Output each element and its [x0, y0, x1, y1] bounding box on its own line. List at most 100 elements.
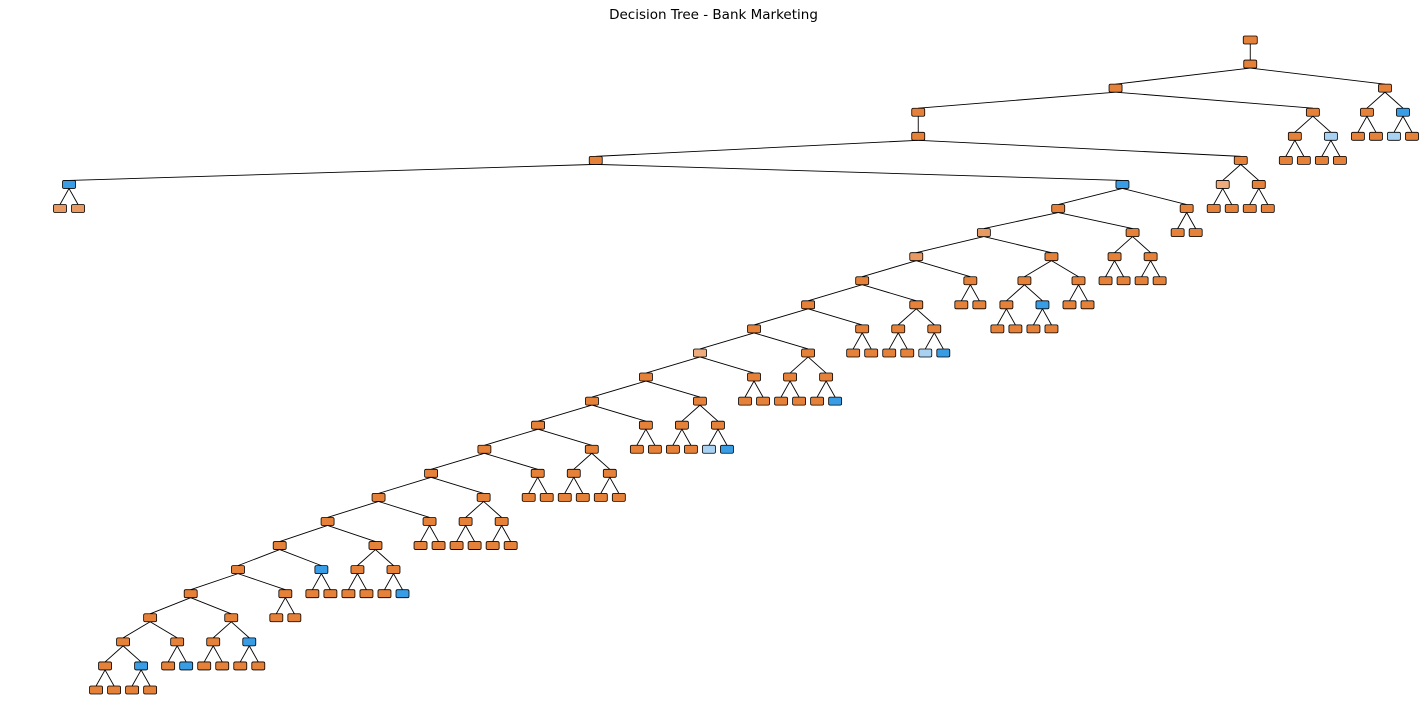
tree-edge — [918, 91, 1116, 109]
tree-edge — [1033, 308, 1043, 326]
tree-edge — [918, 139, 1241, 157]
tree-edge — [1312, 115, 1332, 133]
tree-edge — [1384, 91, 1404, 109]
tree-leaf-node — [738, 396, 752, 406]
tree-split-node — [638, 420, 653, 430]
tree-leaf-node — [107, 685, 121, 695]
tree-leaf-node — [1026, 324, 1041, 334]
tree-edge — [528, 477, 539, 494]
tree-edge — [1115, 67, 1251, 85]
tree-split-node — [1071, 276, 1086, 286]
tree-split-node — [801, 300, 816, 310]
tree-edge — [916, 236, 984, 254]
tree-split-node — [783, 372, 797, 382]
tree-edge — [190, 573, 239, 591]
tree-leaf-node — [1387, 131, 1401, 141]
tree-leaf-node — [918, 348, 933, 358]
tree-split-node — [1125, 228, 1140, 237]
tree-leaf-node — [1170, 228, 1185, 237]
tree-split-node — [911, 131, 926, 141]
tree-leaf-node — [1080, 300, 1095, 310]
tree-leaf-node — [287, 613, 302, 623]
tree-split-node — [976, 228, 991, 237]
tree-split-node — [963, 276, 978, 286]
tree-split-node — [1017, 276, 1032, 286]
tree-edge — [465, 525, 476, 542]
tree-edge — [1058, 212, 1133, 230]
tree-edge — [1114, 236, 1133, 254]
tree-edge — [983, 236, 1052, 254]
tree-leaf-node — [251, 661, 266, 671]
tree-edge — [537, 428, 592, 446]
tree-edge — [279, 549, 322, 567]
tree-split-node — [1233, 155, 1248, 165]
tree-leaf-node — [305, 589, 320, 599]
tree-leaf-node — [954, 300, 969, 310]
tree-leaf-node — [1314, 155, 1329, 165]
tree-split-node — [368, 541, 383, 550]
tree-edge — [1051, 260, 1079, 278]
tree-split-node — [62, 180, 76, 189]
tree-leaf-node — [647, 444, 662, 454]
tree-edge — [897, 332, 908, 350]
tree-edge — [357, 549, 376, 566]
tree-split-node — [855, 276, 870, 286]
tree-edge — [681, 428, 692, 446]
tree-edge — [645, 356, 701, 374]
tree-leaf-node — [125, 685, 140, 695]
tree-leaf-node — [143, 685, 158, 695]
tree-split-node — [206, 637, 221, 647]
tree-leaf-node — [846, 348, 861, 358]
tree-edge — [311, 573, 322, 590]
tree-split-node — [1108, 83, 1123, 93]
tree-split-node — [909, 300, 924, 310]
tree-edge — [131, 669, 142, 687]
tree-edge — [789, 380, 800, 398]
tree-split-node — [819, 372, 834, 382]
tree-edge — [275, 597, 286, 614]
tree-edge — [681, 404, 701, 422]
tree-edge — [357, 573, 367, 590]
tree-edge — [348, 573, 358, 590]
tree-edge — [1042, 308, 1052, 326]
tree-split-node — [424, 468, 438, 478]
tree-edge — [420, 525, 430, 542]
tree-edge — [122, 621, 151, 639]
tree-split-node — [1051, 204, 1066, 213]
tree-edge — [149, 597, 191, 615]
tree-edge — [212, 645, 223, 663]
tree-edge — [672, 428, 683, 446]
tree-edge — [1321, 140, 1332, 157]
tree-leaf-node — [413, 541, 428, 550]
tree-edge — [149, 621, 178, 639]
tree-leaf-node — [1044, 324, 1059, 334]
tree-leaf-node — [1242, 204, 1257, 213]
tree-split-node — [531, 420, 545, 430]
tree-split-node — [116, 637, 130, 647]
tree-split-node — [711, 420, 725, 430]
tree-split-node — [231, 565, 245, 575]
tree-leaf-node — [503, 541, 518, 550]
tree-split-node — [639, 372, 653, 382]
tree-split-node — [927, 324, 942, 334]
tree-leaf-node — [1062, 300, 1077, 310]
tree-edge — [1105, 260, 1115, 277]
tree-leaf-node — [900, 348, 915, 358]
tree-split-node — [747, 324, 761, 334]
tree-leaf-node — [269, 613, 284, 623]
tree-split-node — [350, 565, 365, 575]
tree-edge — [1186, 212, 1197, 229]
tree-edge — [1330, 140, 1341, 157]
tree-edge — [897, 308, 917, 326]
tree-edge — [1294, 140, 1305, 157]
tree-edge — [789, 356, 809, 374]
tree-split-node — [494, 517, 509, 526]
tree-edge — [95, 669, 106, 687]
tree-leaf-node — [467, 541, 482, 550]
tree-leaf-node — [828, 396, 843, 406]
tree-edge — [888, 332, 899, 350]
tree-split-node — [1360, 107, 1374, 117]
tree-split-node — [801, 348, 816, 358]
tree-edge — [378, 500, 430, 518]
tree-split-node — [134, 661, 149, 671]
